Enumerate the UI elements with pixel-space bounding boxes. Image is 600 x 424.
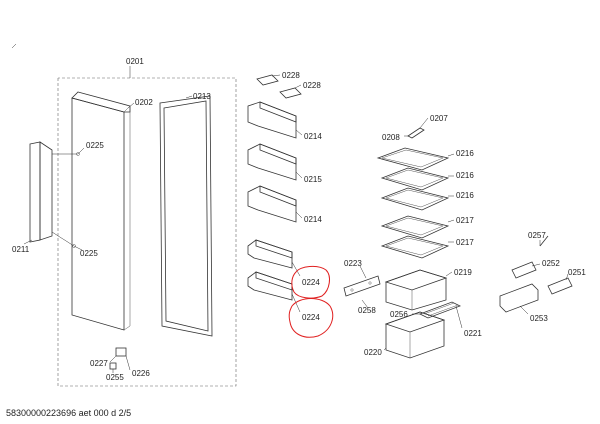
crisper-drawer-upper — [384, 269, 453, 311]
light-bracket — [404, 117, 429, 139]
door-shelf-top — [247, 101, 303, 139]
door-assembly-frame — [57, 66, 237, 387]
label-0228-first: 0228 — [282, 71, 300, 80]
corner-mark — [11, 43, 17, 49]
label-0215: 0215 — [304, 175, 322, 184]
lamp-part — [547, 273, 573, 295]
label-0253: 0253 — [530, 314, 548, 323]
lamp-cover — [499, 283, 539, 315]
label-0221: 0221 — [464, 329, 482, 338]
label-0252: 0252 — [542, 259, 560, 268]
label-0201: 0201 — [126, 57, 144, 66]
label-0223: 0223 — [344, 259, 362, 268]
humidity-cover — [412, 301, 463, 329]
door-shelf-lower — [247, 185, 303, 223]
label-0217-first: 0217 — [456, 216, 474, 225]
glass-shelf-5 — [380, 235, 454, 259]
glass-shelf-3 — [380, 187, 454, 211]
glass-shelf-4 — [380, 215, 455, 239]
label-0228-second: 0228 — [303, 81, 321, 90]
label-0207: 0207 — [430, 114, 448, 123]
label-0227: 0227 — [90, 359, 108, 368]
label-0255: 0255 — [106, 373, 124, 382]
door-handle — [23, 141, 53, 245]
label-0224-lower: 0224 — [302, 313, 320, 322]
handle-screws — [51, 147, 85, 251]
label-0225-upper: 0225 — [86, 141, 104, 150]
door-panel — [71, 91, 135, 331]
label-0202: 0202 — [135, 98, 153, 107]
label-0214-first: 0214 — [304, 132, 322, 141]
glass-shelf-1 — [376, 147, 455, 171]
label-0211: 0211 — [12, 245, 30, 254]
label-0219: 0219 — [454, 268, 472, 277]
small-door-shelf-lower — [247, 271, 301, 313]
bottom-hinge-parts — [109, 347, 131, 373]
small-door-shelf-upper — [247, 239, 301, 277]
label-0208: 0208 — [382, 133, 400, 142]
label-0256: 0256 — [390, 310, 408, 319]
highlight-circle-lower — [288, 298, 334, 338]
label-0216-third: 0216 — [456, 191, 474, 200]
drawing-reference-footer: 58300000223696 aet 000 d 2/5 — [6, 408, 132, 418]
crisper-drawer-lower — [383, 311, 446, 359]
label-0224-upper: 0224 — [302, 278, 320, 287]
highlight-circle-upper — [291, 265, 330, 299]
drawer-rail — [343, 265, 381, 309]
label-0217-second: 0217 — [456, 238, 474, 247]
part-labels: 0201 0202 0213 0225 0225 0211 0227 0255 … — [12, 57, 586, 382]
label-0251: 0251 — [568, 268, 586, 277]
door-gasket — [159, 95, 213, 337]
label-0257: 0257 — [528, 231, 546, 240]
door-shelf-middle — [247, 143, 303, 181]
label-0225-lower: 0225 — [80, 249, 98, 258]
sensor-part — [511, 235, 549, 279]
label-0213: 0213 — [193, 92, 211, 101]
label-0216-first: 0216 — [456, 149, 474, 158]
label-0220: 0220 — [364, 348, 382, 357]
small-clip-parts — [256, 74, 302, 99]
label-0258: 0258 — [358, 306, 376, 315]
glass-shelf-2 — [380, 167, 454, 191]
label-0216-second: 0216 — [456, 171, 474, 180]
label-0226: 0226 — [132, 369, 150, 378]
label-0214-second: 0214 — [304, 215, 322, 224]
